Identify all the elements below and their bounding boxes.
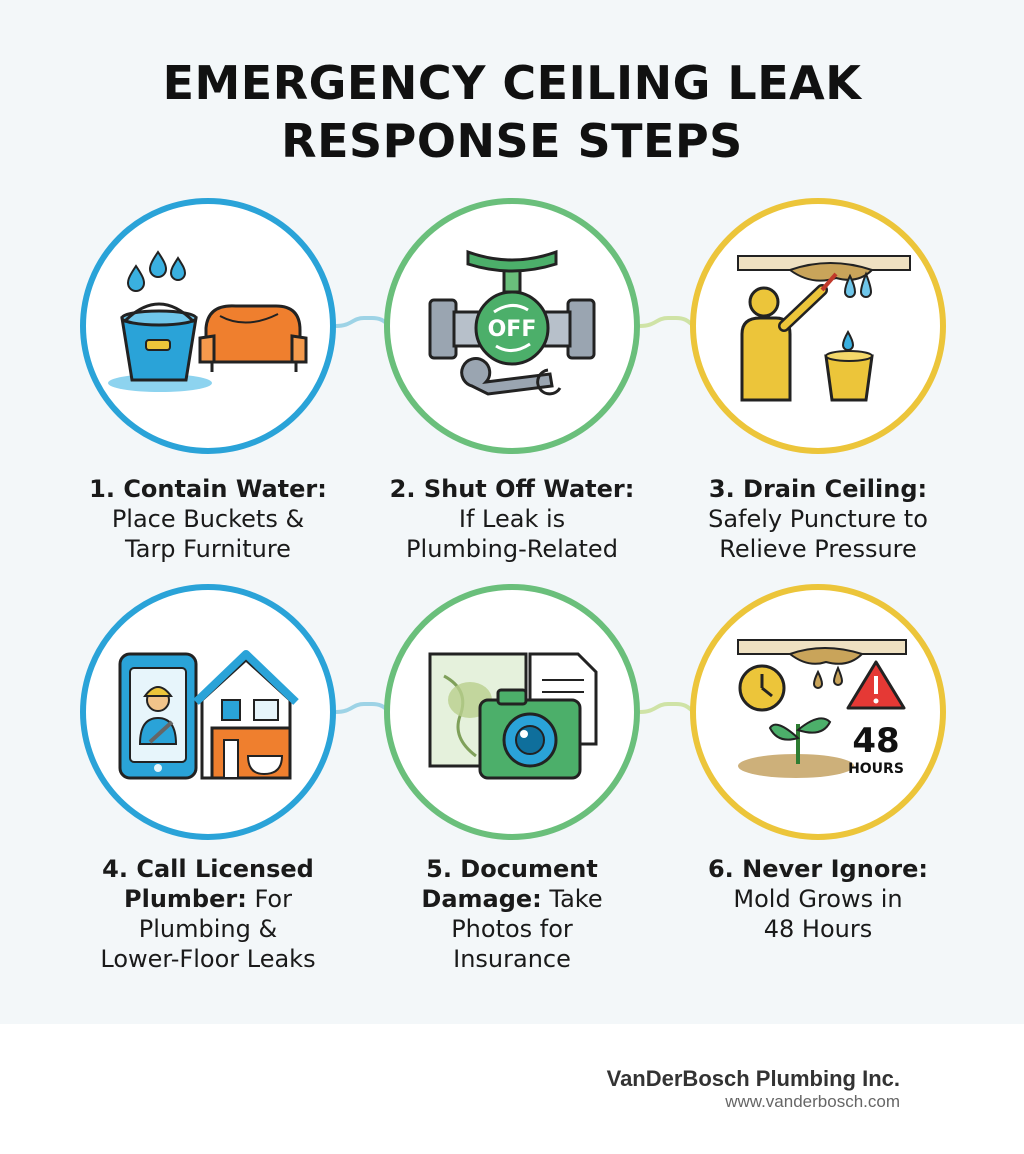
step5-line2: Insurance bbox=[453, 945, 571, 973]
connector-1-2 bbox=[335, 316, 393, 328]
step2-caption: 2. Shut Off Water: If Leak is Plumbing-R… bbox=[372, 474, 652, 564]
step3-line1: Safely Puncture to bbox=[708, 505, 928, 533]
step6-line1: Mold Grows in bbox=[733, 885, 903, 913]
hours-label: HOURS bbox=[848, 761, 904, 777]
person-draining-ceiling-icon bbox=[737, 255, 911, 402]
step6-heading: 6. Never Ignore: bbox=[707, 855, 929, 883]
step5-heading: 5. Document bbox=[426, 855, 598, 883]
connector-2-3 bbox=[639, 316, 697, 328]
hours-number: 48 bbox=[852, 721, 899, 761]
page-title: EMERGENCY CEILING LEAK RESPONSE STEPS bbox=[162, 56, 862, 168]
step4-line1: Plumbing & bbox=[138, 915, 278, 943]
step3-circle bbox=[690, 198, 946, 454]
step5-rest: Take bbox=[549, 885, 603, 913]
step3-heading: 3. Drain Ceiling: bbox=[708, 475, 928, 503]
step6-caption: 6. Never Ignore: Mold Grows in 48 Hours bbox=[678, 854, 958, 944]
step3-line2: Relieve Pressure bbox=[719, 535, 917, 563]
step1-line2: Tarp Furniture bbox=[125, 535, 291, 563]
mold-48-hours-icon: 48 HOURS bbox=[737, 639, 907, 778]
background-panel bbox=[0, 0, 1024, 1024]
valve-off-label: OFF bbox=[488, 317, 537, 342]
camera-documents-icon bbox=[428, 652, 598, 780]
step6-circle bbox=[690, 584, 946, 840]
step6-line2: 48 Hours bbox=[763, 915, 873, 943]
step1-heading: 1. Contain Water: bbox=[89, 475, 327, 503]
step4-line2: Lower-Floor Leaks bbox=[100, 945, 316, 973]
steps-artwork: OFF bbox=[80, 198, 946, 840]
step5-heading-cont: Damage: bbox=[421, 885, 542, 913]
step2-heading: 2. Shut Off Water: bbox=[389, 475, 635, 503]
step4-heading-cont: Plumber: bbox=[124, 885, 247, 913]
connector-5-6 bbox=[639, 702, 697, 714]
step4-rest: For bbox=[254, 885, 292, 913]
step5-caption: 5. Document Damage: Take Photos for Insu… bbox=[372, 854, 652, 974]
shutoff-valve-icon: OFF bbox=[428, 249, 596, 396]
step4-heading: 4. Call Licensed bbox=[102, 855, 314, 883]
step5-line1: Photos for bbox=[451, 915, 573, 943]
step2-line1: If Leak is bbox=[458, 505, 566, 533]
step2-line2: Plumbing-Related bbox=[406, 535, 618, 563]
phone-plumber-house-icon bbox=[118, 650, 299, 780]
step1-line1: Place Buckets & bbox=[111, 505, 305, 533]
step4-caption: 4. Call Licensed Plumber: For Plumbing &… bbox=[68, 854, 348, 974]
footer-company: VanDerBosch Plumbing Inc. bbox=[606, 1066, 900, 1091]
bucket-and-tarped-couch-icon bbox=[108, 250, 308, 392]
connector-4-5 bbox=[335, 702, 393, 714]
step1-caption: 1. Contain Water: Place Buckets & Tarp F… bbox=[68, 474, 348, 564]
step3-caption: 3. Drain Ceiling: Safely Puncture to Rel… bbox=[678, 474, 958, 564]
footer-url: www.vanderbosch.com bbox=[725, 1092, 900, 1111]
